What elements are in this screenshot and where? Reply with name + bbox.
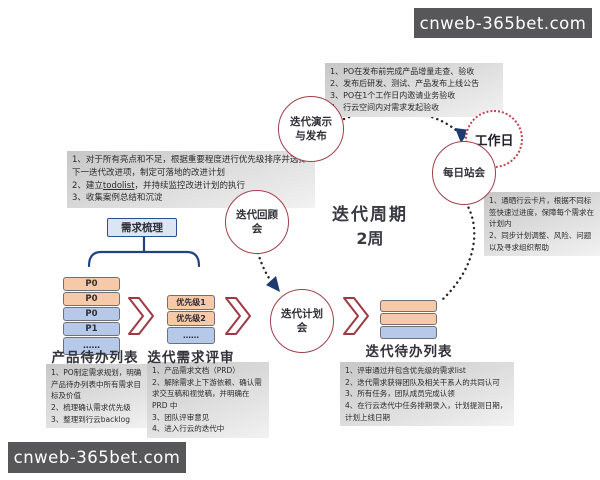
sprint-backlog-title: 迭代待办列表 [365, 344, 453, 360]
backlog-row: P0 [63, 292, 120, 306]
note-product-backlog-checklist: 1、PO制定需求规划，明确产品待办列表中所有需求目标及价值 2、梳理确认需求优先… [46, 364, 150, 429]
note-line: 2、迭代需求获得团队及相关干系人的共同认可 [345, 377, 500, 387]
demo-label-line1: 迭代演示 [290, 115, 332, 128]
note-line: 4、在行云迭代中任务排期录入，计划提测日期，计划上线日期 [345, 400, 508, 422]
note-text: 2、建立 [72, 180, 103, 191]
priority-stack: 优先级1 优先级2 …… [167, 295, 215, 344]
backlog-row: P0 [63, 307, 120, 321]
retro-label-line1: 迭代回顾 [236, 208, 278, 221]
note-line: 1、通晒行云卡片，根据不同标签快速过进度，保障每个需求在计划内 [489, 196, 594, 229]
sprint-row [380, 313, 437, 325]
priority-row: 优先级1 [167, 295, 215, 310]
arrowhead-into-planning [266, 276, 280, 292]
note-line: 1、PO在发布前完成产品增量走查、验收 [330, 67, 475, 76]
note-line: 3、收集案例总结和沉淀 [72, 193, 163, 204]
note-line: 2、同步计划调整、风险、问题以及寻求组织帮助 [489, 230, 592, 252]
watermark-bottom: cnweb-365bet.com [8, 442, 186, 473]
backlog-row: P0 [63, 277, 120, 291]
watermark-top: cnweb-365bet.com [414, 8, 592, 38]
note-line: 3、团队评审意见 [152, 412, 210, 422]
cycle-label: 迭代周期 2周 [318, 200, 422, 249]
note-sprint-backlog-checklist: 1、评审通过并包含优先级的需求list 2、迭代需求获得团队及相关干系人的共同认… [340, 362, 514, 427]
cycle-duration: 2周 [356, 229, 384, 248]
planning-label-line1: 迭代计划 [281, 307, 323, 320]
note-line: 3、PO在1个工作日内邀请业务验收 [330, 91, 456, 100]
retrospective-circle: 迭代回顾 会 [225, 190, 289, 254]
note-line: 1、产品需求文档（PRD） [152, 366, 240, 375]
note-line: 1、PO制定需求规划，明确产品待办列表中所有需求目标及价值 [51, 368, 142, 401]
note-line: 2、发布后研发、测试、产品发布上线公告 [330, 79, 480, 88]
watermark-text: cnweb-365bet.com [419, 13, 587, 33]
note-line: 3、所有任务，团队成员完成认领 [345, 389, 455, 399]
workday-label: 工作日 [474, 133, 514, 149]
demo-label-line2: 与发布 [295, 130, 327, 142]
requirement-review-title: 迭代需求评审 [147, 350, 235, 366]
product-backlog-title: 产品待办列表 [51, 350, 139, 366]
backlog-row: …… [63, 337, 120, 355]
product-backlog-stack: P0 P0 P0 P1 …… [63, 277, 120, 355]
watermark-text: cnweb-365bet.com [13, 448, 181, 467]
note-standup-checklist: 1、通晒行云卡片，根据不同标签快速过进度，保障每个需求在计划内 2、同步计划调整… [484, 192, 600, 257]
chevron-arrow-1 [128, 297, 154, 335]
chevron-arrow-3 [343, 297, 369, 335]
requirements-sorting-box: 需求梳理 [107, 218, 177, 237]
priority-row: …… [167, 327, 215, 344]
dotted-line-standup-to-backlog [441, 201, 476, 301]
sprint-row [380, 326, 437, 339]
note-line: 4、进入行云的迭代中 [152, 424, 225, 434]
grouping-brace [87, 235, 201, 268]
retro-label-line2: 会 [251, 223, 263, 235]
note-line: 2、梳理确认需求优先级 [51, 402, 131, 412]
priority-row: 优先级2 [167, 311, 215, 326]
note-line: 4、行云空间内对需求发起验收 [330, 103, 440, 112]
sprint-row [380, 300, 437, 312]
note-line: 2、建立todolist，并持续监控改进计划的执行 [72, 180, 310, 193]
note-requirement-review-checklist: 1、产品需求文档（PRD） 2、解除需求上下游依赖、确认需求交互稿和视觉稿，并明… [147, 362, 269, 438]
planning-meeting-circle: 迭代计划 会 [270, 289, 334, 353]
note-line: 3、整理到行云backlog [51, 414, 131, 424]
dotted-line-retro-to-planning [256, 251, 275, 286]
demo-release-circle: 迭代演示 与发布 [278, 96, 344, 162]
note-release-checklist: 1、PO在发布前完成产品增量走查、验收 2、发布后研发、测试、产品发布上线公告 … [325, 63, 503, 117]
note-line: 1、评审通过并包含优先级的需求list [345, 366, 466, 375]
requirements-sorting-label: 需求梳理 [121, 222, 163, 234]
note-text: ，并持续监控改进计划的执行 [134, 180, 246, 191]
note-line: 2、解除需求上下游依赖、确认需求交互稿和视觉稿，并明确在 PRD 中 [152, 377, 262, 410]
planning-label-line2: 会 [296, 322, 308, 334]
chevron-arrow-2 [225, 297, 251, 335]
todolist-link: todolist [102, 180, 135, 191]
sprint-backlog-stack [380, 300, 437, 339]
daily-standup-circle: 每日站会 [432, 141, 496, 205]
standup-label: 每日站会 [443, 166, 485, 179]
cycle-title: 迭代周期 [332, 205, 408, 225]
backlog-row: P1 [63, 322, 120, 336]
note-line: 1、对于所有亮点和不足，根据重要程度进行优先级排序并选择下一迭代改进项，制定可落… [72, 155, 307, 178]
